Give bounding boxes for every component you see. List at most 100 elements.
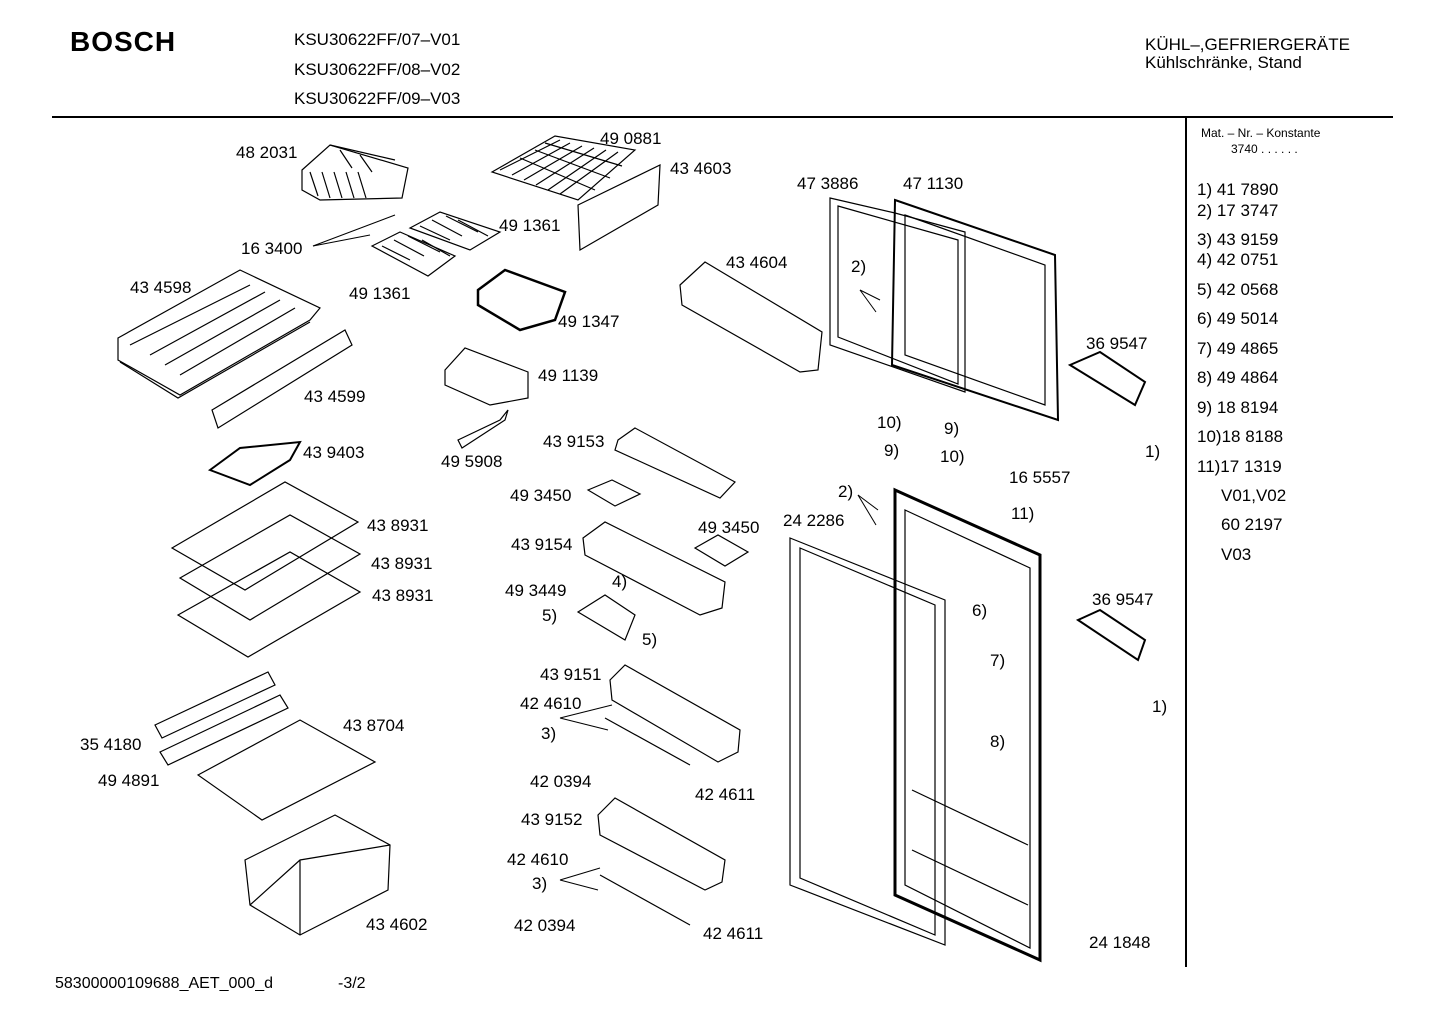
shelf-strip-part — [154, 671, 276, 739]
clip-part — [457, 409, 509, 449]
legend-variant: V01,V02 — [1221, 486, 1287, 505]
part-number-label: 43 4603 — [670, 159, 731, 178]
part-number-label: 49 1347 — [558, 312, 619, 331]
crisper-bin-part — [244, 814, 391, 936]
reference-label: 10) — [877, 413, 902, 432]
bin-flap-part — [576, 594, 636, 641]
model-number: KSU30622FF/08–V02 — [294, 60, 461, 79]
reference-label: 2) — [851, 257, 866, 276]
part-number-label: 49 3450 — [698, 518, 759, 537]
legend-item: 2) 17 3747 — [1197, 201, 1279, 220]
reference-label: 9) — [884, 441, 899, 460]
leader-line — [859, 289, 877, 313]
egg-rack-part — [693, 534, 750, 567]
legend-item: 4) 42 0751 — [1197, 250, 1279, 269]
freezer-door-part — [890, 198, 1060, 422]
part-number-label: 16 5557 — [1009, 468, 1070, 487]
part-number-label: 42 0394 — [530, 772, 591, 791]
part-number-label: 36 9547 — [1086, 334, 1147, 353]
door-bin-small-part — [582, 521, 726, 616]
leader-line — [312, 234, 371, 247]
part-number-label: 42 0394 — [514, 916, 575, 935]
header-rule — [52, 116, 1393, 118]
crisper-drawer-part — [117, 269, 321, 399]
reference-label: 4) — [612, 572, 627, 591]
part-number-label: 49 1361 — [499, 216, 560, 235]
part-number-label: 43 9153 — [543, 432, 604, 451]
leader-line — [559, 867, 601, 881]
part-number-label: 49 1139 — [538, 366, 598, 385]
door-gasket-part — [829, 197, 966, 393]
part-number-label: 49 5908 — [441, 452, 502, 471]
door-handle-part — [1067, 350, 1147, 407]
crisper-cover-part — [196, 719, 377, 821]
category-title: KÜHL–,GEFRIERGERÄTE — [1145, 35, 1350, 54]
part-number-label: 43 4599 — [304, 387, 365, 406]
part-number-label: 35 4180 — [80, 735, 141, 754]
reference-label: 3) — [532, 874, 547, 893]
glass-shelf-part — [170, 481, 362, 658]
reference-label: 8) — [990, 732, 1005, 751]
reference-label: 7) — [990, 651, 1005, 670]
door-bin-large-part — [609, 664, 741, 763]
fridge-door-gasket-part — [789, 537, 946, 946]
legend-item: 1) 41 7890 — [1197, 180, 1279, 199]
part-number-label: 49 0881 — [600, 129, 661, 148]
legend-item: 3) 43 9159 — [1197, 230, 1279, 249]
door-bin-large-part — [597, 797, 726, 891]
legend-divider — [1185, 117, 1187, 967]
drawer-strip-part — [211, 329, 353, 429]
brand-logo: BOSCH — [70, 26, 177, 57]
part-number-label: 49 1361 — [349, 284, 410, 303]
door-handle-part — [1075, 608, 1147, 662]
reference-label: 2) — [838, 482, 853, 501]
legend-item: 8) 49 4864 — [1197, 368, 1279, 387]
part-number-label: 42 4611 — [695, 785, 755, 804]
trim-strip-part — [604, 717, 691, 766]
category-subtitle: Kühlschränke, Stand — [1145, 53, 1302, 72]
reference-label: 5) — [542, 606, 557, 625]
part-number-label: 43 9403 — [303, 443, 364, 462]
exploded-parts-diagram: 48 2031 49 0881 43 4603 47 3886 47 1130 … — [80, 129, 1167, 963]
page-number: -3/2 — [338, 975, 366, 992]
reference-label: 3) — [541, 724, 556, 743]
leader-line — [559, 717, 609, 731]
legend-constant: 3740 . . . . . . — [1231, 142, 1298, 156]
part-number-label: 43 4598 — [130, 278, 191, 297]
part-number-label: 24 2286 — [783, 511, 844, 530]
part-number-label: 43 9151 — [540, 665, 601, 684]
leader-line — [559, 879, 599, 891]
document-id: 58300000109688_AET_000_d — [55, 975, 273, 992]
ice-tray-frame-part — [301, 144, 409, 201]
part-number-label: 48 2031 — [236, 143, 297, 162]
reference-label: 11) — [1011, 504, 1034, 523]
leader-line — [859, 289, 881, 301]
ice-cube-tray-part — [370, 211, 502, 277]
part-number-label: 43 8931 — [371, 554, 432, 573]
legend-variant: V03 — [1221, 545, 1252, 564]
legend-item: 7) 49 4865 — [1197, 339, 1279, 358]
part-number-label: 49 4891 — [98, 771, 159, 790]
part-number-label: 24 1848 — [1089, 933, 1150, 952]
reference-label: 9) — [944, 419, 959, 438]
part-number-label: 43 8931 — [372, 586, 433, 605]
ice-tray-holder-part — [476, 268, 567, 332]
part-number-label: 47 1130 — [903, 174, 963, 193]
part-number-label: 43 4604 — [726, 253, 787, 272]
legend-item: 5) 42 0568 — [1197, 280, 1279, 299]
part-number-label: 43 8704 — [343, 716, 404, 735]
legend-item: 11)17 1319 — [1197, 457, 1282, 476]
egg-tray-part — [444, 347, 529, 406]
part-number-label: 16 3400 — [241, 239, 302, 258]
shelf-strip-part — [159, 694, 289, 766]
part-number-label: 42 4610 — [520, 694, 581, 713]
leader-line — [312, 214, 396, 247]
part-number-label: 42 4610 — [507, 850, 568, 869]
legend-item: 9) 18 8194 — [1197, 398, 1279, 417]
leader-line — [857, 494, 879, 511]
bottle-holder-part — [207, 440, 302, 487]
cover-plate-part — [577, 164, 661, 252]
part-number-label: 36 9547 — [1092, 590, 1153, 609]
model-number: KSU30622FF/07–V01 — [294, 30, 461, 49]
part-number-label: 43 9152 — [521, 810, 582, 829]
